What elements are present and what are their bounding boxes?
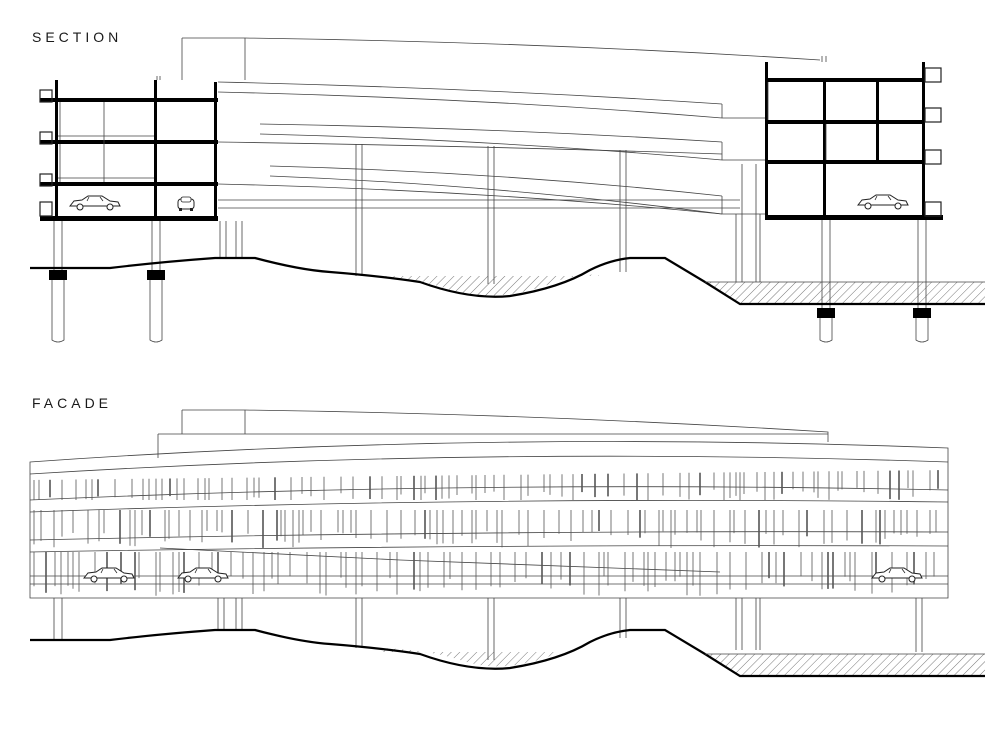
car-icon <box>177 567 229 583</box>
section-drawing <box>30 37 985 343</box>
car-icon <box>857 194 909 210</box>
roof-line <box>182 409 829 442</box>
left-block <box>39 76 218 221</box>
right-block <box>765 56 943 220</box>
section-title: SECTION <box>32 29 123 45</box>
ground-line <box>30 256 985 306</box>
facade-envelope <box>29 441 949 599</box>
facade-drawing <box>29 409 985 678</box>
car-icon <box>83 567 135 583</box>
facade-bands <box>29 455 949 585</box>
ground-hatch <box>380 648 560 667</box>
ground-hatch <box>705 282 985 304</box>
car-icon <box>69 195 121 211</box>
ramps <box>217 81 765 215</box>
ground-hatch <box>360 274 600 296</box>
piles <box>49 270 931 343</box>
columns <box>53 598 923 660</box>
roof-volume <box>157 410 828 458</box>
ground-line <box>30 628 985 678</box>
ground-hatch <box>705 654 985 676</box>
facade-title: FACADE <box>32 395 113 411</box>
facade-fins <box>33 470 939 596</box>
car-icon <box>177 196 195 212</box>
roof-volume <box>181 38 246 80</box>
roof-line <box>182 37 821 61</box>
